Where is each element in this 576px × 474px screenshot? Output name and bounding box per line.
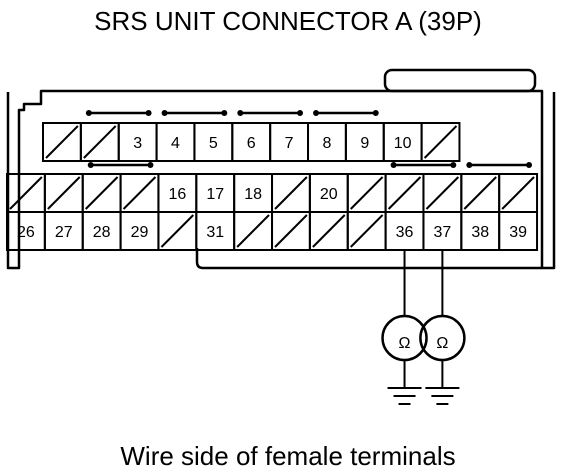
- terminal-label: 31: [206, 224, 224, 241]
- terminal-9: 9: [344, 122, 385, 162]
- terminal-26: 26: [6, 211, 46, 251]
- unused-terminal-hatch: [274, 176, 308, 210]
- terminal-22: [384, 173, 425, 213]
- terminal-5: 5: [193, 122, 234, 162]
- terminal-label: 37: [433, 224, 451, 241]
- terminal-10: 10: [382, 122, 423, 162]
- unused-terminal-hatch: [83, 125, 117, 159]
- terminal-27: 27: [43, 211, 84, 251]
- terminal-label: 26: [17, 224, 35, 241]
- terminal-label: 28: [93, 224, 111, 241]
- terminal-label: 17: [206, 186, 224, 203]
- unused-terminal-hatch: [387, 176, 422, 210]
- terminal-23: [422, 173, 463, 213]
- unused-terminal-hatch: [350, 214, 384, 248]
- terminal-35: [346, 211, 387, 251]
- terminal-19: [271, 173, 311, 213]
- terminal-label: 7: [285, 135, 294, 152]
- unused-terminal-hatch: [122, 176, 157, 210]
- terminal-20: 20: [308, 173, 349, 213]
- ohm-symbol: Ω: [399, 335, 411, 352]
- terminal-4: 4: [155, 122, 196, 162]
- terminal-24: [460, 173, 501, 213]
- terminal-12: [6, 173, 46, 213]
- terminal-label: 9: [360, 135, 369, 152]
- terminal-34: [308, 211, 349, 251]
- ohmmeter-36: Ω: [381, 250, 428, 405]
- shorting-bar: [390, 162, 457, 168]
- shorting-bar: [85, 110, 152, 116]
- terminal-label: 39: [509, 224, 527, 241]
- diagram-title: SRS UNIT CONNECTOR A (39P): [94, 6, 482, 36]
- terminal-label: 6: [247, 135, 256, 152]
- connector-latch: [383, 68, 537, 93]
- terminal-25: [498, 173, 539, 213]
- unused-terminal-hatch: [9, 176, 43, 210]
- terminal-2: [79, 122, 120, 162]
- ohmmeter-37: Ω: [419, 250, 466, 405]
- unused-terminal-hatch: [312, 214, 346, 248]
- terminal-31: 31: [195, 211, 236, 251]
- terminal-38: 38: [460, 211, 501, 251]
- terminal-15: [119, 173, 160, 213]
- unused-terminal-hatch: [501, 176, 535, 210]
- ohm-symbol: Ω: [436, 335, 448, 352]
- terminal-label: 3: [133, 135, 142, 152]
- terminal-21: [346, 173, 387, 213]
- terminal-8: 8: [307, 122, 347, 162]
- shorting-bar: [466, 162, 533, 168]
- terminal-label: 10: [394, 135, 412, 152]
- terminal-label: 29: [131, 224, 149, 241]
- terminal-label: 5: [209, 135, 218, 152]
- terminal-37: 37: [422, 211, 463, 251]
- unused-terminal-hatch: [350, 176, 384, 210]
- terminal-label: 20: [320, 186, 338, 203]
- terminal-16: 16: [157, 173, 198, 213]
- unused-terminal-hatch: [160, 214, 195, 248]
- terminal-7: 7: [269, 122, 310, 162]
- terminal-label: 8: [322, 135, 331, 152]
- terminal-label: 4: [171, 135, 180, 152]
- terminal-label: 27: [55, 224, 73, 241]
- terminal-1: [42, 122, 82, 162]
- terminal-14: [81, 173, 122, 213]
- unused-terminal-hatch: [423, 125, 458, 159]
- terminal-30: [157, 211, 198, 251]
- terminal-label: 38: [471, 224, 489, 241]
- terminal-6: 6: [231, 122, 272, 162]
- terminal-28: 28: [81, 211, 122, 251]
- terminal-29: 29: [119, 211, 160, 251]
- terminal-13: [43, 173, 84, 213]
- connector-housing: [6, 89, 556, 270]
- shorting-bar: [161, 110, 228, 116]
- unused-terminal-hatch: [236, 214, 270, 248]
- terminal-11: [420, 122, 461, 162]
- shorting-bar: [87, 162, 154, 168]
- terminal-label: 18: [244, 186, 262, 203]
- unused-terminal-hatch: [425, 176, 460, 210]
- shorting-bar: [313, 110, 379, 116]
- terminal-3: 3: [117, 122, 158, 162]
- terminal-17: 17: [195, 173, 236, 213]
- terminal-39: 39: [498, 211, 539, 251]
- shorting-bar: [237, 110, 304, 116]
- unused-terminal-hatch: [47, 176, 81, 210]
- unused-terminal-hatch: [463, 176, 497, 210]
- ground-icon: [387, 387, 422, 405]
- diagram-caption: Wire side of female terminals: [120, 441, 456, 471]
- connector-bottom-lip: [195, 248, 542, 270]
- terminal-label: 36: [396, 224, 414, 241]
- unused-terminal-hatch: [85, 176, 119, 210]
- unused-terminal-hatch: [274, 214, 308, 248]
- terminal-18: 18: [233, 173, 274, 213]
- terminal-33: [271, 211, 311, 251]
- ground-icon: [425, 387, 460, 405]
- unused-terminal-hatch: [45, 125, 79, 159]
- terminal-label: 16: [168, 186, 186, 203]
- terminal-32: [233, 211, 274, 251]
- terminal-36: 36: [384, 211, 425, 251]
